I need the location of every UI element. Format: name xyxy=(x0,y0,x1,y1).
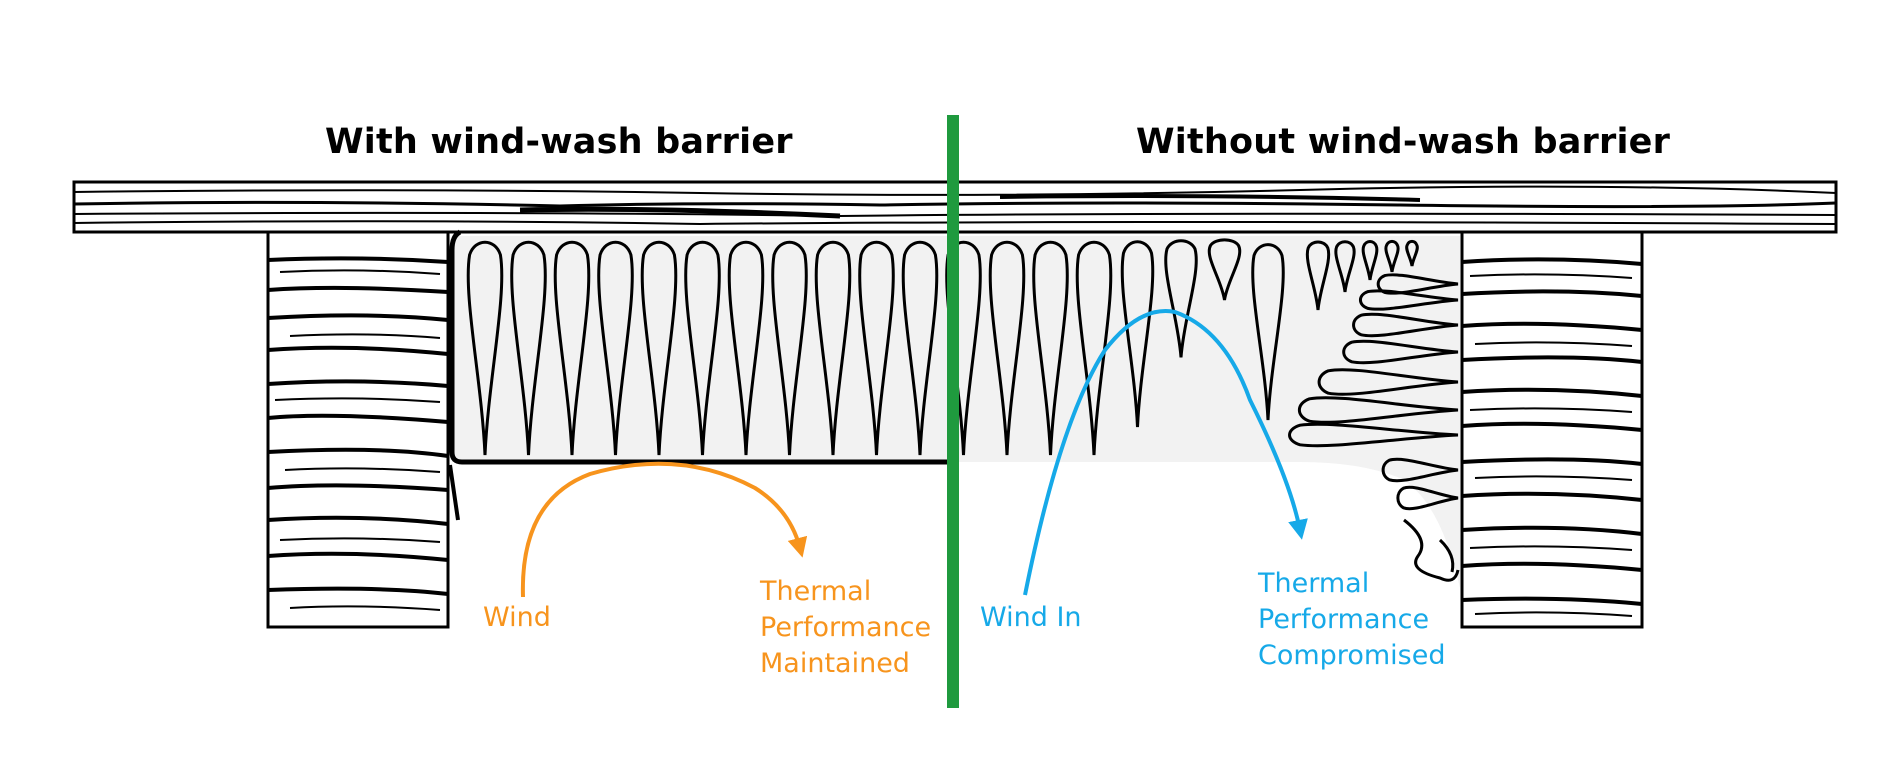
wind-wash-barrier xyxy=(449,229,950,465)
insulation-loop xyxy=(1438,538,1455,573)
insulation-loop xyxy=(1405,239,1419,267)
insulation-loop xyxy=(1207,238,1242,301)
insulation-loop xyxy=(1334,240,1356,293)
insulation-loop xyxy=(1358,289,1459,311)
insulation-loop xyxy=(1120,240,1155,428)
insulation-loop xyxy=(684,240,721,456)
insulation-loop xyxy=(858,240,895,456)
insulation-loop xyxy=(1361,240,1379,281)
title-with-barrier: With wind-wash barrier xyxy=(325,122,793,162)
label-wind-in: Wind In xyxy=(980,602,1082,633)
insulation-loop xyxy=(510,240,547,456)
insulation-loop xyxy=(988,240,1026,456)
label-wind: Wind xyxy=(483,602,551,633)
divider xyxy=(947,115,959,708)
insulation-loop xyxy=(1342,339,1459,365)
insulation-loop xyxy=(1305,240,1331,311)
left-joist xyxy=(266,230,450,629)
insulation-loop xyxy=(1376,273,1459,295)
insulation-loop xyxy=(640,240,678,456)
insulation-loop xyxy=(1288,422,1459,448)
label-thermal-compromised: Thermal Performance Compromised xyxy=(1258,568,1446,671)
insulation-loop xyxy=(1403,518,1460,582)
wind-arrow-with-barrier xyxy=(520,461,808,598)
insulation-loop xyxy=(1396,485,1459,511)
insulation-loop xyxy=(1075,240,1113,456)
label-thermal-maintained: Thermal Performance Maintained xyxy=(760,576,932,679)
right-joist xyxy=(1460,230,1644,629)
insulation-fibers xyxy=(466,238,1460,582)
wind-arrow-without-barrier xyxy=(1023,309,1308,596)
insulation-loop xyxy=(1352,312,1459,338)
insulation-loop xyxy=(1297,396,1459,424)
insulation-loop xyxy=(771,240,808,456)
insulation-loop xyxy=(1384,239,1400,273)
insulation-loop xyxy=(1317,368,1459,396)
title-without-barrier: Without wind-wash barrier xyxy=(1136,122,1671,162)
insulation-loop xyxy=(727,240,765,456)
insulation-loop xyxy=(1032,240,1069,456)
insulation-loop xyxy=(814,240,852,456)
insulation-loop xyxy=(1164,239,1198,358)
insulation-loop xyxy=(597,240,634,456)
insulation-loop xyxy=(1251,243,1285,421)
insulation-loop xyxy=(901,240,939,456)
insulation-loop xyxy=(553,240,591,456)
insulation-loop xyxy=(1381,457,1459,483)
insulation-loop xyxy=(466,240,504,456)
